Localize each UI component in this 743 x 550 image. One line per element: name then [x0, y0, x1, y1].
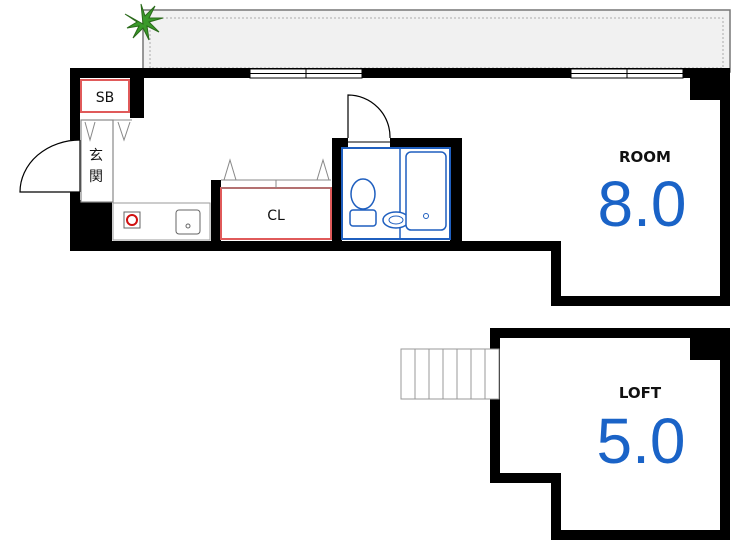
unit-bath [341, 147, 451, 240]
upper-unit-walls [70, 68, 730, 306]
stove-burner-icon [123, 211, 141, 229]
loft-walls [490, 328, 730, 540]
room-label: ROOM [619, 148, 671, 166]
window-left [249, 68, 363, 79]
window-right [570, 68, 684, 79]
closet: CL [220, 158, 332, 240]
entrance-area: 玄 関 [80, 119, 132, 203]
bathtub-icon [405, 151, 447, 231]
bathroom-door [347, 94, 391, 148]
palm-plant-icon [124, 3, 164, 41]
ladder-icon [400, 348, 500, 400]
shoe-box-label: SB [96, 90, 115, 106]
entrance-door [19, 139, 81, 193]
entrance-label-1: 玄 [89, 147, 103, 164]
entrance-label-2: 関 [89, 169, 103, 185]
kitchen-counter [112, 202, 211, 241]
toilet-icon [349, 178, 377, 227]
room-size: 8.0 [598, 168, 687, 240]
sink-icon [175, 209, 201, 235]
closet-label: CL [267, 208, 285, 224]
loft-size: 5.0 [597, 405, 686, 477]
balcony [142, 9, 731, 73]
washbasin-icon [382, 211, 410, 229]
shoe-box: SB [80, 79, 130, 113]
loft-label: LOFT [619, 384, 662, 402]
